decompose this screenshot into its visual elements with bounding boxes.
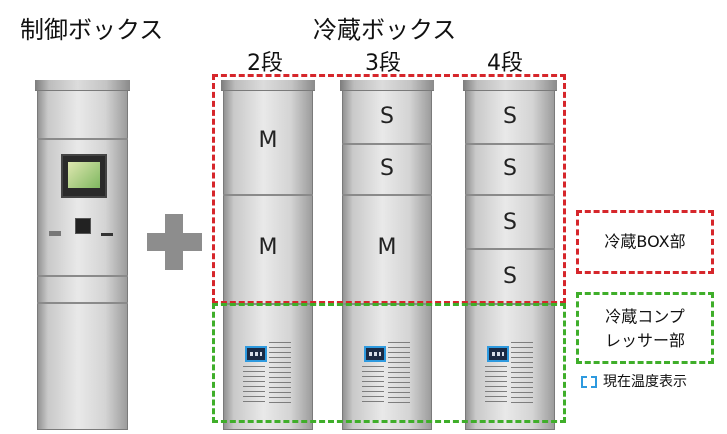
- box-section-outline: [212, 74, 566, 304]
- slot-right: [101, 233, 113, 236]
- legend-box-section: 冷蔵BOX部: [576, 210, 714, 274]
- legend-box-section-label: 冷蔵BOX部: [604, 232, 686, 251]
- temperature-display-icon: [487, 346, 509, 362]
- door-label: M: [258, 128, 278, 153]
- tier-label-4: 4段: [487, 51, 523, 76]
- door-label: S: [503, 104, 517, 129]
- slot-left: [49, 231, 61, 236]
- door-label: S: [503, 264, 517, 289]
- temperature-display-icon: [245, 346, 267, 362]
- door-label: S: [380, 156, 394, 181]
- compressor-section-outline: [212, 303, 566, 423]
- door-label: S: [380, 104, 394, 129]
- card-reader-icon: [75, 218, 91, 234]
- tier-label-3: 3段: [365, 51, 401, 76]
- temperature-display-icon: [581, 376, 597, 388]
- refrigerated-box-title: 冷蔵ボックス: [313, 16, 457, 44]
- door-label: S: [503, 156, 517, 181]
- legend-compressor-label-line1: 冷蔵コンプ: [605, 307, 685, 326]
- temperature-display-icon: [364, 346, 386, 362]
- tier-label-2: 2段: [247, 51, 283, 76]
- legend-compressor-section: 冷蔵コンプ レッサー部: [576, 292, 714, 364]
- legend-temp-display-label: 現在温度表示: [603, 374, 687, 390]
- door-label: M: [258, 235, 278, 260]
- door-label: M: [377, 235, 397, 260]
- control-box-title: 制御ボックス: [20, 16, 164, 44]
- control-screen: [61, 154, 107, 198]
- door-label: S: [503, 210, 517, 235]
- legend-compressor-label-line2: レッサー部: [604, 331, 685, 350]
- control-box-body: [37, 90, 128, 430]
